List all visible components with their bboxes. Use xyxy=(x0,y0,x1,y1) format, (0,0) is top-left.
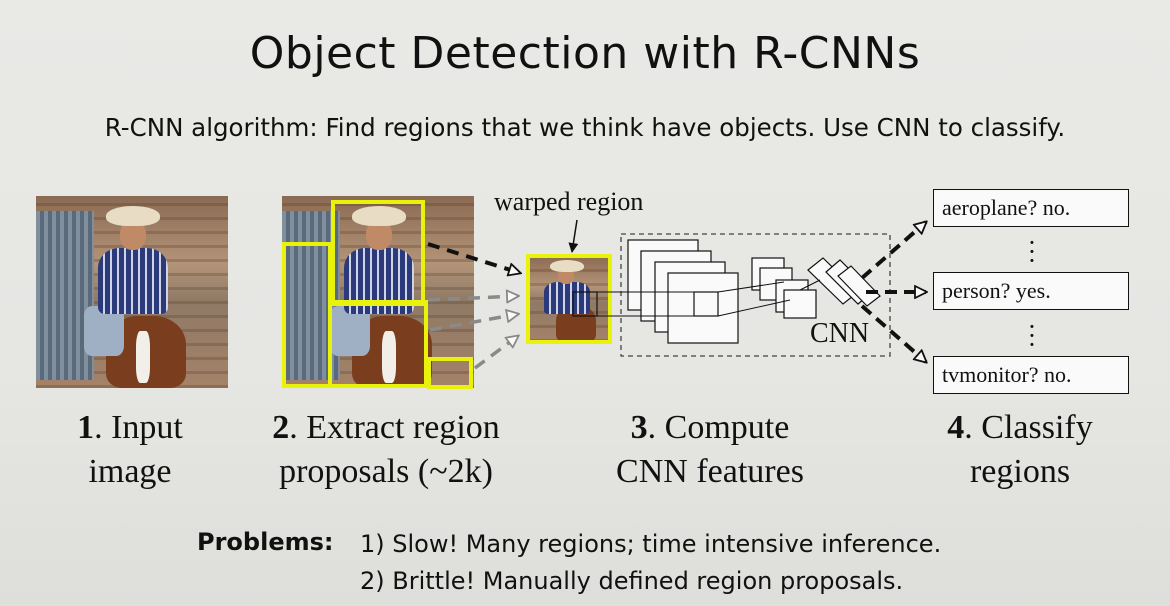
proposals-image xyxy=(282,196,474,388)
slide-title: Object Detection with R-CNNs xyxy=(249,28,921,79)
warped-region-label: warped region xyxy=(494,187,644,216)
slide-subtitle: R-CNN algorithm: Find regions that we th… xyxy=(104,113,1066,142)
warped-region-box xyxy=(526,254,612,344)
problems-label: Problems: xyxy=(197,528,334,556)
proposal-box-horse xyxy=(328,300,428,388)
arrow-to-aeroplane xyxy=(860,222,926,280)
class-box-aeroplane: aeroplane? no. xyxy=(933,189,1129,227)
vertical-ellipsis-1: ··· xyxy=(1027,228,1037,275)
warped-region-image xyxy=(528,256,610,342)
arrow-gray-1 xyxy=(427,296,518,300)
step-2-caption: 2. Extract region proposals (~2k) xyxy=(272,409,500,490)
step-4-caption: 4. Classify regions xyxy=(947,409,1093,490)
warped-label-pointer xyxy=(568,219,579,253)
proposal-box-person xyxy=(331,200,425,306)
cnn-projection-lines xyxy=(573,279,821,317)
problem-item-1: 1) Slow! Many regions; time intensive in… xyxy=(360,530,942,558)
cnn-layers xyxy=(627,239,881,344)
class-box-tvmonitor: tvmonitor? no. xyxy=(933,356,1129,394)
arrow-to-tvmonitor xyxy=(860,304,926,362)
step-1-caption: 1. Input image xyxy=(77,409,183,490)
cnn-dashed-box xyxy=(620,233,891,357)
input-image xyxy=(36,196,228,388)
proposal-box-small xyxy=(427,357,473,389)
vertical-ellipsis-2: ··· xyxy=(1027,312,1037,359)
step-3-caption: 3. Compute CNN features xyxy=(616,409,804,490)
cnn-label: CNN xyxy=(810,318,870,349)
arrow-proposal-to-warp xyxy=(427,242,520,273)
cnn-input-patch xyxy=(572,291,598,317)
arrow-gray-2 xyxy=(429,314,518,332)
class-box-person: person? yes. xyxy=(933,272,1129,310)
arrow-gray-3 xyxy=(473,336,518,370)
problem-item-2: 2) Brittle! Manually defined region prop… xyxy=(360,567,904,595)
